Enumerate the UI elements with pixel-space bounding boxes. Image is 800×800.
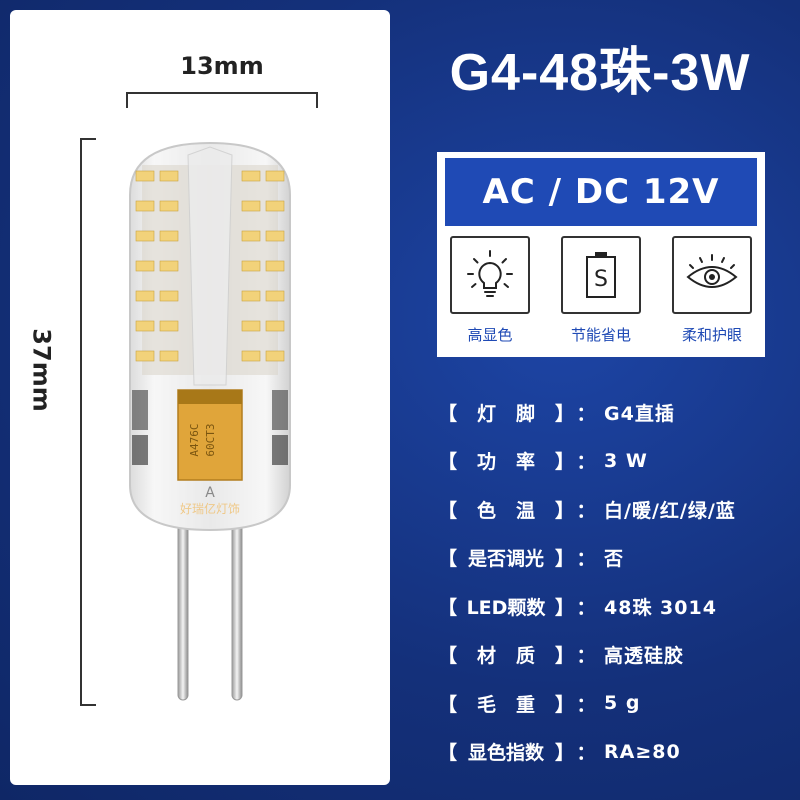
spec-value: G4直插 [604, 402, 675, 425]
spec-colon: ： [576, 451, 596, 474]
feature-label: 柔和护眼 [681, 326, 742, 344]
spec-value: 48珠 3014 [604, 596, 717, 619]
height-dimension-line [80, 138, 96, 706]
spec-colon: ： [576, 402, 596, 425]
spec-key: 【功率】 [438, 451, 574, 474]
spec-key: 【灯脚】 [438, 402, 574, 425]
spec-colon: ： [576, 742, 596, 765]
spec-row: 【功率】 ： 3 W [438, 437, 793, 486]
spec-row: 【LED颗数】 ： 48珠 3014 [438, 582, 793, 631]
spec-row: 【色温】 ： 白/暖/红/绿/蓝 [438, 485, 793, 534]
spec-colon: ： [576, 693, 596, 716]
capacitor-code-2: 60CT3 [204, 423, 217, 456]
eye-icon [672, 236, 752, 314]
spec-value: 5 g [604, 692, 641, 715]
spec-colon: ： [576, 499, 596, 522]
feature-card: AC / DC 12V 高显色 [437, 152, 765, 357]
height-dimension-label: 37mm [28, 328, 57, 412]
spec-key: 【毛重】 [438, 693, 574, 716]
spec-row: 【显色指数】 ： RA≥80 [438, 728, 793, 777]
spec-row: 【是否调光】 ： 否 [438, 534, 793, 583]
width-dimension-line [126, 92, 318, 108]
spec-colon: ： [576, 596, 596, 619]
feature-eye-care: 柔和护眼 [669, 236, 755, 345]
spec-key: 【材质】 [438, 645, 574, 668]
feature-high-cri: 高显色 [447, 236, 533, 345]
spec-value: 3 W [604, 449, 648, 472]
feature-label: 节能省电 [570, 326, 631, 344]
svg-text:S: S [594, 267, 608, 292]
voltage-label: AC / DC 12V [445, 158, 757, 226]
battery-s-icon: S [561, 236, 641, 314]
spec-colon: ： [576, 645, 596, 668]
spec-list: 【灯脚】 ： G4直插 【功率】 ： 3 W 【色温】 ： 白/暖/红/绿/蓝 … [438, 388, 793, 776]
height-dimension-label-wrap: 37mm [12, 300, 72, 440]
spec-row: 【毛重】 ： 5 g [438, 679, 793, 728]
spec-value: 白/暖/红/绿/蓝 [604, 499, 736, 522]
spec-value: 否 [604, 548, 625, 571]
spec-key: 【LED颗数】 [438, 596, 574, 619]
spec-colon: ： [576, 548, 596, 571]
bulb-marking: A [205, 485, 215, 501]
watermark: 好瑞亿灯饰 [180, 501, 240, 516]
feature-label: 高显色 [467, 326, 513, 344]
capacitor-code-1: A476C [188, 423, 201, 456]
spec-value: 高透硅胶 [604, 645, 685, 668]
spec-row: 【材质】 ： 高透硅胶 [438, 631, 793, 680]
spec-key: 【显色指数】 [438, 742, 574, 765]
product-title: G4-48珠-3W [449, 44, 751, 102]
spec-key: 【是否调光】 [438, 548, 574, 571]
spec-value: RA≥80 [604, 740, 681, 763]
spec-key: 【色温】 [438, 499, 574, 522]
spec-row: 【灯脚】 ： G4直插 [438, 388, 793, 437]
width-dimension-label: 13mm [180, 52, 264, 80]
feature-energy-saving: S 节能省电 [558, 236, 644, 345]
g4-bulb-image: A476C 60CT3 A 好瑞亿灯饰 [129, 141, 291, 701]
bulb-light-icon [450, 236, 530, 314]
